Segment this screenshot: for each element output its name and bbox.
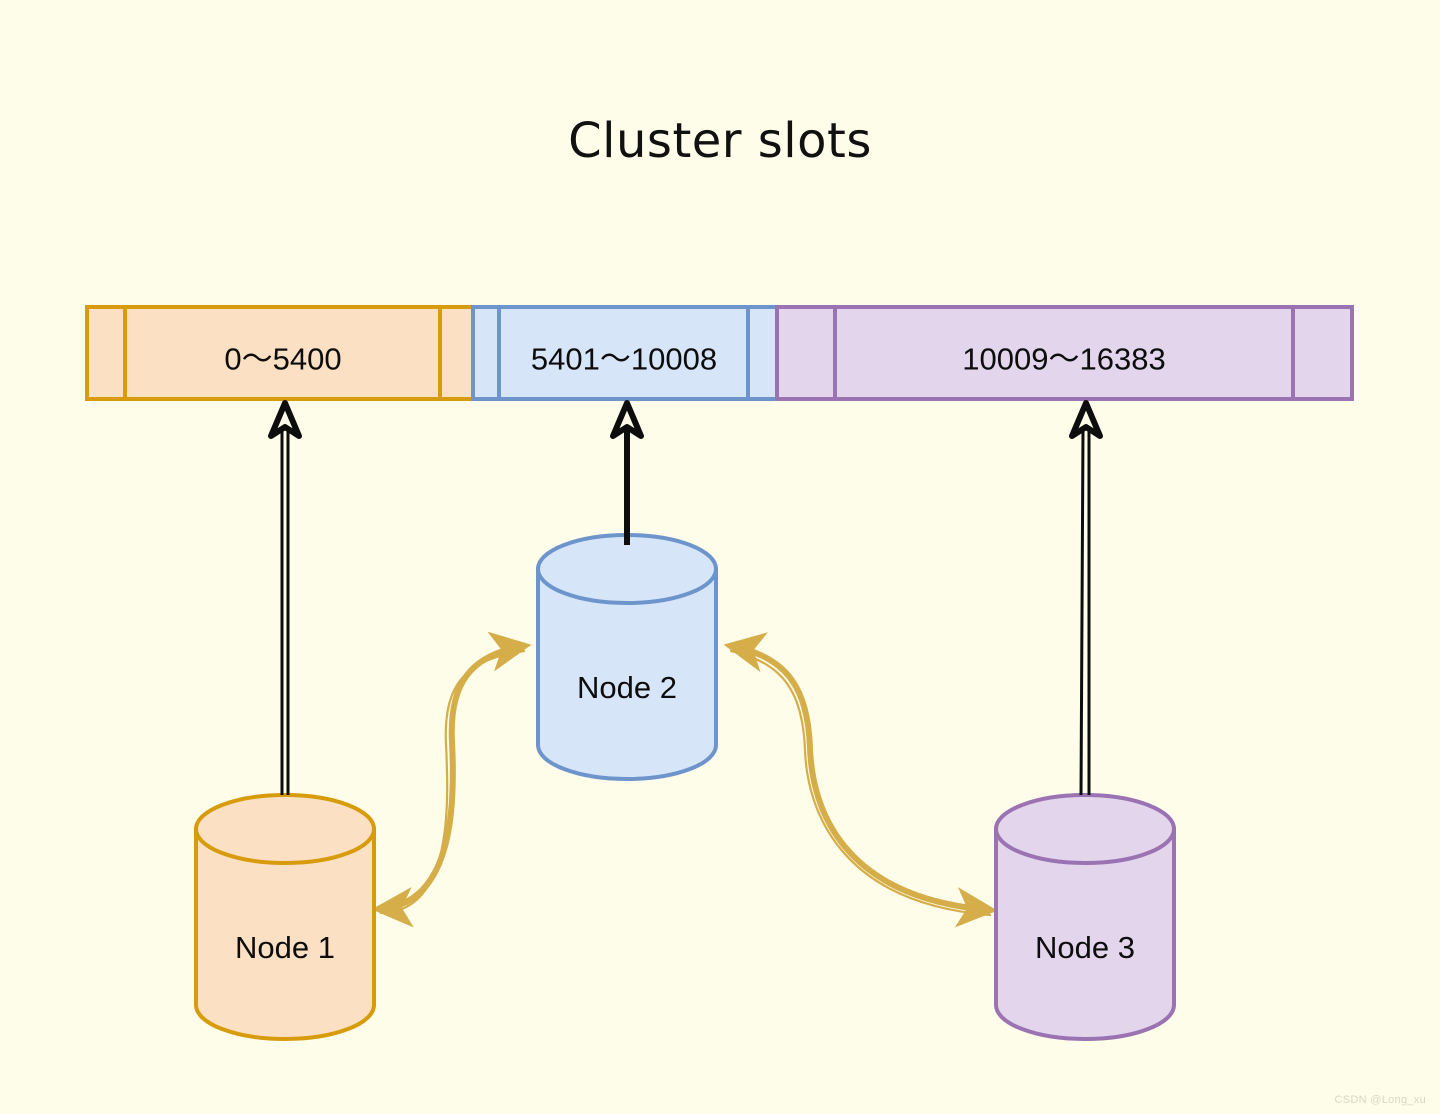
page-title: Cluster slots xyxy=(568,113,872,169)
slot-segment-node1[interactable] xyxy=(85,305,475,401)
slot-segment-node2-inner xyxy=(497,305,750,401)
gossip-node1-node2-path xyxy=(371,631,532,928)
arrow-node2-head xyxy=(610,400,644,439)
node-1-label: Node 1 xyxy=(235,930,335,965)
slot-segment-node2[interactable] xyxy=(471,305,779,401)
gossip-node2-node3-path-shadow xyxy=(729,649,992,917)
arrow-node3-to-slots[interactable] xyxy=(1069,400,1103,796)
gossip-links xyxy=(371,631,998,928)
node-3-label: Node 3 xyxy=(1035,930,1135,965)
arrow-node1-to-slots[interactable] xyxy=(268,400,302,795)
cluster-slot-range-bar xyxy=(85,305,1354,401)
arrow-node3-head xyxy=(1069,400,1103,439)
node-1[interactable] xyxy=(194,793,376,1041)
gossip-node1-node2-path-shadow xyxy=(379,649,526,915)
node-3-body xyxy=(994,827,1176,1041)
node-1-body xyxy=(194,827,376,1041)
slot-arrows xyxy=(268,400,1103,796)
gossip-node2-node3[interactable] xyxy=(723,632,998,928)
slot-segment-node3-inner xyxy=(833,305,1295,401)
slot-segment-node2-label: 5401〜10008 xyxy=(530,341,718,377)
watermark: CSDN @Long_xu xyxy=(1334,1094,1426,1106)
node-1-top-ellipse xyxy=(194,793,376,865)
slot-segment-node3-label: 10009〜16383 xyxy=(962,341,1166,377)
gossip-node2-node3-path xyxy=(723,632,998,928)
slot-segment-node1-label: 0〜5400 xyxy=(224,341,342,377)
node-2-label: Node 2 xyxy=(577,670,677,705)
node-2[interactable] xyxy=(536,533,718,781)
slot-segment-node3[interactable] xyxy=(775,305,1354,401)
arrow-node3-stem-left xyxy=(1079,429,1085,796)
arrow-node1-head xyxy=(268,400,302,439)
node-2-top-ellipse xyxy=(536,533,718,605)
arrow-node2-to-slots[interactable] xyxy=(610,400,644,545)
node-3[interactable] xyxy=(994,793,1176,1041)
slot-segment-node1-inner xyxy=(123,305,442,401)
node-2-body xyxy=(536,567,718,781)
gossip-node1-node2[interactable] xyxy=(371,631,532,928)
node-3-top-ellipse xyxy=(994,793,1176,865)
